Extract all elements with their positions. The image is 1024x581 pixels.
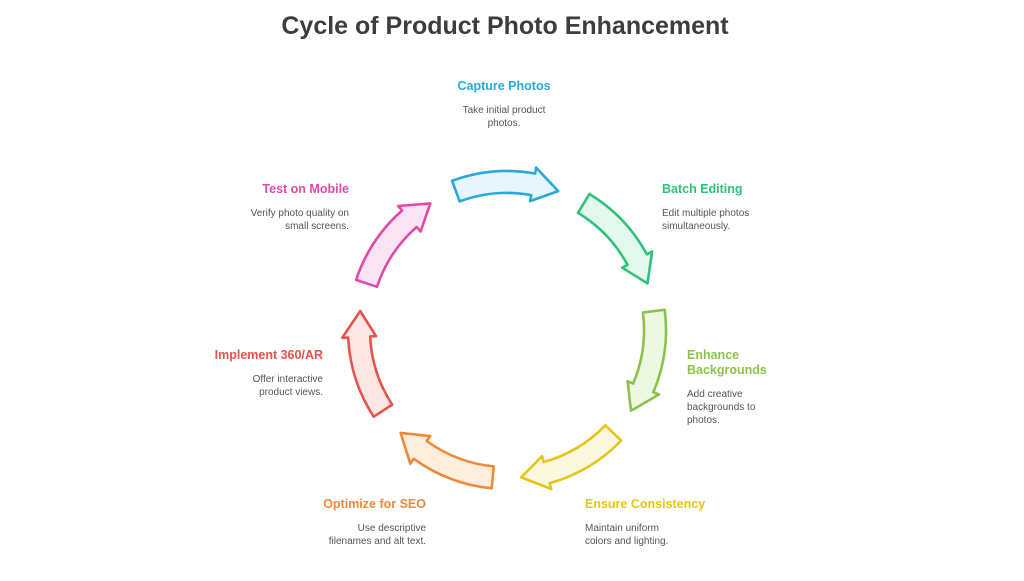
diagram-title: Cycle of Product Photo Enhancement [281,12,729,40]
step-description: Maintain uniform colors and lighting. [585,523,669,547]
step-heading: Ensure Consistency [585,497,706,511]
arrow-ensure-consistency-icon [519,424,623,491]
step-heading: Capture Photos [457,79,551,93]
step-batch-editing: Batch Editing Edit multiple photos simul… [662,182,842,233]
step-heading: Optimize for SEO [323,497,426,511]
arrow-batch-editing-icon [576,192,654,285]
step-enhance-backgrounds: Enhance Backgrounds Add creative backgro… [687,348,867,427]
step-implement-360-ar: Implement 360/AR Offer interactive produ… [143,348,323,399]
step-description: Edit multiple photos simultaneously. [662,208,750,232]
step-heading: Implement 360/AR [214,348,323,362]
step-heading: Test on Mobile [262,182,349,196]
arrow-optimize-seo-icon [399,431,496,490]
step-ensure-consistency: Ensure Consistency Maintain uniform colo… [585,497,765,548]
step-description: Add creative backgrounds to photos. [687,389,756,426]
arrow-implement-360-ar-icon [340,309,394,418]
arrow-enhance-backgrounds-icon [626,308,668,413]
step-capture-photos: Capture Photos Take initial product phot… [414,79,594,130]
step-test-on-mobile: Test on Mobile Verify photo quality on s… [169,182,349,233]
step-optimize-seo: Optimize for SEO Use descriptive filenam… [246,497,426,548]
step-heading: Enhance Backgrounds [687,348,767,377]
step-heading: Batch Editing [662,182,743,196]
arrow-test-on-mobile-icon [354,202,432,289]
step-description: Use descriptive filenames and alt text. [328,523,426,547]
step-description: Verify photo quality on small screens. [250,208,349,232]
arrow-capture-photos-icon [450,166,560,203]
step-description: Take initial product photos. [462,105,546,129]
step-description: Offer interactive product views. [252,374,323,398]
